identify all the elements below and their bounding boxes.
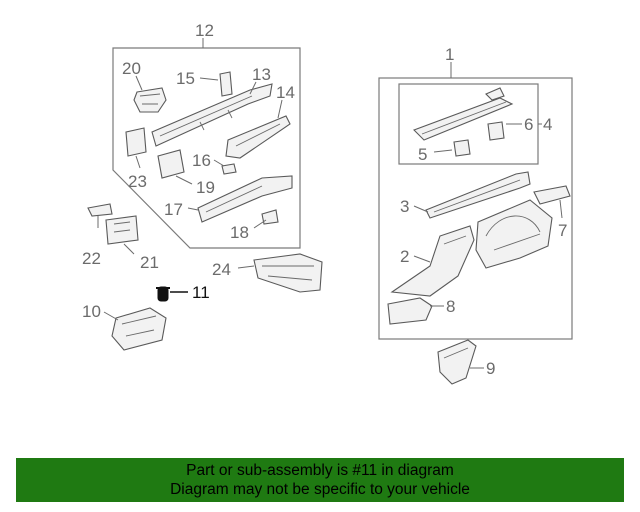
part-5[interactable]: 5 <box>418 139 471 164</box>
callout-23[interactable]: 23 <box>128 172 147 191</box>
callout-10[interactable]: 10 <box>82 302 101 321</box>
part-10[interactable]: 10 <box>82 302 167 351</box>
footer-line-1: Part or sub-assembly is #11 in diagram <box>186 462 454 479</box>
callout-8[interactable]: 8 <box>446 297 455 316</box>
part-17[interactable]: 17 <box>164 175 293 223</box>
callout-22[interactable]: 22 <box>82 249 101 268</box>
parts-diagram: 12 1 20 15 13 14 23 19 <box>82 21 573 385</box>
callout-5[interactable]: 5 <box>418 145 427 164</box>
callout-20[interactable]: 20 <box>122 59 141 78</box>
part-9[interactable]: 9 <box>437 339 495 385</box>
callout-18[interactable]: 18 <box>230 223 249 242</box>
part-4-reinforcement[interactable] <box>413 87 514 141</box>
footer-banner: Part or sub-assembly is #11 in diagram D… <box>16 458 624 502</box>
part-3[interactable]: 3 <box>400 171 531 219</box>
callout-17[interactable]: 17 <box>164 200 183 219</box>
part-13[interactable]: 13 <box>151 65 273 147</box>
callout-2[interactable]: 2 <box>400 247 409 266</box>
callout-3[interactable]: 3 <box>400 197 409 216</box>
part-8[interactable]: 8 <box>387 297 455 325</box>
part-24[interactable]: 24 <box>212 253 323 293</box>
part-2[interactable]: 2 <box>390 199 553 297</box>
callout-15[interactable]: 15 <box>176 69 195 88</box>
group-box-12 <box>112 47 301 249</box>
callout-14[interactable]: 14 <box>276 83 295 102</box>
part-11[interactable]: 11 <box>156 283 210 302</box>
callout-11[interactable]: 11 <box>192 283 210 302</box>
part-19[interactable]: 19 <box>157 149 215 197</box>
callout-16[interactable]: 16 <box>192 151 211 170</box>
callout-24[interactable]: 24 <box>212 260 231 279</box>
footer-line-2: Diagram may not be specific to your vehi… <box>170 481 470 498</box>
callout-1[interactable]: 1 <box>445 45 454 64</box>
part-6[interactable]: 6 <box>487 115 533 141</box>
group-box-1 <box>378 77 573 340</box>
part-16[interactable]: 16 <box>192 151 237 175</box>
callout-21[interactable]: 21 <box>140 253 159 272</box>
callout-9[interactable]: 9 <box>486 359 495 378</box>
part-7[interactable]: 7 <box>533 185 571 240</box>
callout-13[interactable]: 13 <box>252 65 271 84</box>
part-21[interactable]: 21 <box>105 215 159 272</box>
part-15[interactable]: 15 <box>176 69 233 97</box>
part-14[interactable]: 14 <box>225 83 295 159</box>
part-23[interactable]: 23 <box>125 127 147 191</box>
callout-4[interactable]: 4 <box>543 115 552 134</box>
part-22[interactable]: 22 <box>82 203 113 268</box>
callout-19[interactable]: 19 <box>196 178 215 197</box>
part-18[interactable]: 18 <box>230 209 279 242</box>
callout-12[interactable]: 12 <box>195 21 214 40</box>
part-20[interactable]: 20 <box>122 59 167 113</box>
callout-7[interactable]: 7 <box>558 221 567 240</box>
callout-6[interactable]: 6 <box>524 115 533 134</box>
